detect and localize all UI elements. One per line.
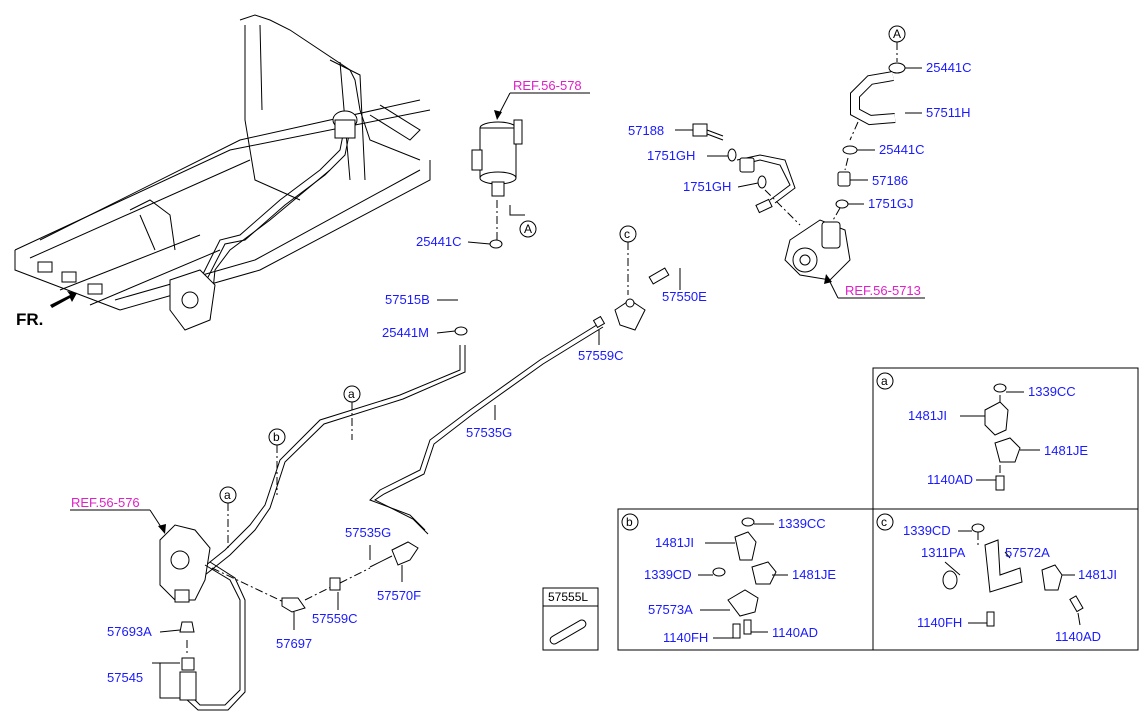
svg-text:b: b [626, 515, 633, 529]
vehicle-frame [14, 14, 431, 331]
detail-c-1481JI[interactable]: 1481JI [1078, 567, 1117, 582]
detail-b-1481JI[interactable]: 1481JI [655, 535, 694, 550]
svg-text:A: A [524, 222, 532, 236]
ref-56-576-label[interactable]: REF.56-576 [71, 495, 140, 510]
svg-text:a: a [348, 387, 355, 401]
power-steering-reservoir [471, 119, 523, 197]
detail-c-1140FH[interactable]: 1140FH [917, 615, 962, 630]
part-25441C-left[interactable]: 25441C [416, 234, 462, 249]
part-57511H[interactable]: 57511H [926, 105, 971, 120]
part-1751GH-b[interactable]: 1751GH [683, 179, 731, 194]
ref-56-578-label[interactable]: REF.56-578 [513, 78, 582, 93]
detail-b-1339CD[interactable]: 1339CD [644, 567, 692, 582]
svg-text:A: A [893, 27, 901, 41]
part-57550E[interactable]: 57550E [662, 289, 707, 304]
detail-c-1311PA[interactable]: 1311PA [921, 545, 966, 560]
detail-b-1481JE[interactable]: 1481JE [792, 567, 836, 582]
detail-b-1140FH[interactable]: 1140FH [663, 630, 708, 645]
part-57186[interactable]: 57186 [872, 173, 908, 188]
detail-a-1339CC[interactable]: 1339CC [1028, 384, 1076, 399]
fr-label: FR. [16, 310, 43, 329]
detail-box-c: c 1339CD 1311PA 57572A 1481JI 1140FH 114… [872, 508, 1139, 651]
power-steering-pump [784, 219, 851, 281]
marker-A-mid [519, 220, 537, 238]
part-1751GJ[interactable]: 1751GJ [868, 196, 914, 211]
svg-text:b: b [273, 430, 280, 444]
part-57693A[interactable]: 57693A [107, 624, 152, 639]
svg-text:c: c [624, 227, 630, 241]
detail-b-1140AD[interactable]: 1140AD [772, 625, 818, 640]
part-57697[interactable]: 57697 [276, 636, 312, 651]
detail-a-1481JE[interactable]: 1481JE [1044, 443, 1088, 458]
part-57555L[interactable]: 57555L [548, 590, 588, 604]
part-57559C-lower[interactable]: 57559C [312, 611, 358, 626]
ref-56-5713-label[interactable]: REF.56-5713 [845, 283, 921, 298]
detail-b-57573A[interactable]: 57573A [648, 602, 693, 617]
part-57559C-upper[interactable]: 57559C [578, 348, 624, 363]
part-57570F[interactable]: 57570F [377, 588, 421, 603]
detail-box-a: a 1339CC 1481JI 1481JE 1140AD [872, 367, 1139, 510]
part-57535G-low[interactable]: 57535G [345, 525, 391, 540]
svg-text:a: a [881, 374, 888, 388]
detail-c-57572A[interactable]: 57572A [1005, 545, 1050, 560]
svg-text:a: a [224, 488, 231, 502]
detail-b-1339CC[interactable]: 1339CC [778, 516, 826, 531]
steering-gear-box [159, 524, 211, 603]
part-25441C-top[interactable]: 25441C [926, 60, 972, 75]
part-25441M[interactable]: 25441M [382, 325, 429, 340]
detail-a-1481JI[interactable]: 1481JI [908, 408, 947, 423]
front-arrow-icon [50, 291, 77, 308]
part-57535G-mid[interactable]: 57535G [466, 425, 512, 440]
detail-a-1140AD[interactable]: 1140AD [927, 472, 973, 487]
detail-box-b: b 1339CC 1481JI 1339CD 1481JE 57573A 114… [617, 508, 874, 651]
part-57545[interactable]: 57545 [107, 670, 143, 685]
front-direction-indicator: FR. [16, 291, 77, 329]
part-1751GH-a[interactable]: 1751GH [647, 148, 695, 163]
part-25441C-mid[interactable]: 25441C [879, 142, 925, 157]
detail-c-1140AD[interactable]: 1140AD [1055, 629, 1101, 644]
detail-c-1339CD[interactable]: 1339CD [903, 523, 951, 538]
svg-text:c: c [881, 515, 887, 529]
part-57188[interactable]: 57188 [628, 123, 664, 138]
part-57515B[interactable]: 57515B [385, 292, 430, 307]
